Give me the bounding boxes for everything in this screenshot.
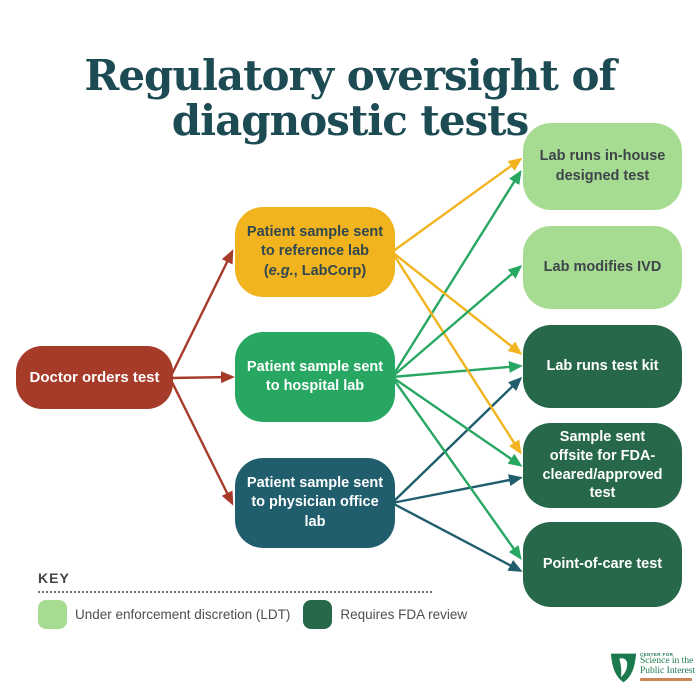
node-label: Patient sample sent to hospital lab xyxy=(246,358,384,394)
cspi-logo-text: CENTER FOR Science in the Public Interes… xyxy=(640,652,695,681)
node-label: Patient sample sent to reference lab xyxy=(246,224,384,260)
node-lab-runs-test-kit: Lab runs test kit xyxy=(523,325,682,408)
edge-hospital-pointcare xyxy=(391,376,522,560)
edge-hospital-inhouse xyxy=(390,169,522,378)
logo-line-public-interest: Public Interest xyxy=(640,665,696,676)
page-title: Regulatory oversight of diagnostic tests xyxy=(84,51,616,145)
edge-doctor-hospital xyxy=(169,371,235,384)
key-divider xyxy=(38,591,432,593)
node-label: Sample sent offsite for FDA- cleared/app… xyxy=(542,429,663,502)
cspi-logo: CENTER FOR Science in the Public Interes… xyxy=(610,652,695,684)
edge-hospital-testkit xyxy=(391,360,523,379)
edge-reference-inhouse xyxy=(391,157,523,253)
logo-tagline-bar xyxy=(640,678,692,681)
edge-doctor-reference xyxy=(168,249,234,379)
edge-reference-offsite xyxy=(390,251,522,455)
logo-line-center-for: CENTER FOR xyxy=(640,652,674,657)
legend-label-fda: Requires FDA review xyxy=(340,607,468,622)
legend-swatch-fda xyxy=(303,600,333,629)
edge-physician-pointcare xyxy=(391,501,523,572)
edge-reference-testkit xyxy=(391,251,523,355)
node-label: Lab modifies IVD xyxy=(543,258,662,275)
legend-swatch-ldt xyxy=(38,600,67,629)
node-label: Lab runs test kit xyxy=(546,357,659,374)
node-note: (e.g., LabCorp) xyxy=(263,262,367,279)
node-hospital-lab: Patient sample sent to hospital lab xyxy=(235,332,395,422)
edge-doctor-physician xyxy=(168,377,234,506)
node-sample-sent-offsite: Sample sent offsite for FDA- cleared/app… xyxy=(523,423,682,508)
node-doctor-orders-test: Doctor orders test xyxy=(16,346,173,409)
node-physician-office-lab: Patient sample sent to physician office … xyxy=(235,458,395,548)
node-label: Doctor orders test xyxy=(29,368,160,386)
edge-hospital-offsite xyxy=(391,376,523,467)
node-point-of-care-test: Point-of-care test xyxy=(523,522,682,607)
cspi-shield-icon xyxy=(610,653,637,683)
node-label: Patient sample sent to physician office … xyxy=(246,475,384,530)
edge-hospital-ivd xyxy=(391,265,523,378)
edge-physician-offsite xyxy=(391,474,523,505)
node-lab-runs-inhouse-test: Lab runs in-house designed test xyxy=(523,123,682,210)
legend-label-ldt: Under enforcement discretion (LDT) xyxy=(75,607,291,622)
node-label: Point-of-care test xyxy=(542,555,663,572)
node-label: Lab runs in-house designed test xyxy=(539,148,666,184)
node-lab-modifies-ivd: Lab modifies IVD xyxy=(523,226,682,309)
key-legend: Under enforcement discretion (LDT) Requi… xyxy=(38,600,467,629)
node-reference-lab: Patient sample sent to reference lab (e.… xyxy=(235,207,395,297)
key-title: KEY xyxy=(38,570,70,586)
edge-physician-testkit xyxy=(391,376,523,504)
logo-line-science: Science in the xyxy=(640,656,694,666)
